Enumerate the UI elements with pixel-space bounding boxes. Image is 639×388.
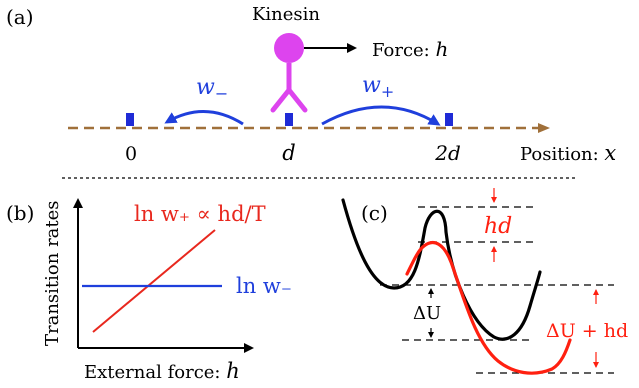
rate-minus-arrow xyxy=(164,110,244,126)
panel-a-label: (a) xyxy=(6,5,34,29)
du-label: ΔU xyxy=(413,303,441,324)
position-axis-label: Position: x xyxy=(520,141,616,165)
b-y-axis-label: Transition rates xyxy=(42,200,63,346)
b-x-axis-label: External force: h xyxy=(84,359,240,383)
rate-plus-label: w+ xyxy=(362,73,394,101)
ln-w-minus-label: ln w₋ xyxy=(236,274,292,298)
kinesin-motor-icon xyxy=(270,33,308,113)
rate-plus-arrow xyxy=(321,105,441,126)
binding-site-2d xyxy=(445,113,453,126)
panel-b: (b) Transition rates External force: h l… xyxy=(6,198,292,383)
ln-w-plus-label: ln w₊ ∝ hd/T xyxy=(134,202,266,226)
site-label-d: d xyxy=(282,141,295,165)
site-label-2d: 2d xyxy=(434,141,461,165)
panel-a: (a) Kinesin Force: h w− w+ 0 d xyxy=(6,4,616,165)
potential-tilted-curve xyxy=(405,240,572,375)
ln-w-plus-line xyxy=(92,229,216,333)
panel-c-label: (c) xyxy=(361,201,388,225)
panel-b-label: (b) xyxy=(6,201,34,225)
hd-label: hd xyxy=(484,214,512,239)
site-label-0: 0 xyxy=(125,143,137,165)
binding-site-0 xyxy=(126,113,134,126)
force-label: Force: h xyxy=(372,37,448,61)
panel-c: (c) hd ΔU ΔU + hd xyxy=(341,188,628,375)
binding-site-d xyxy=(285,113,293,126)
potential-original-curve xyxy=(341,198,542,341)
kinesin-label: Kinesin xyxy=(252,4,320,25)
rate-minus-label: w− xyxy=(196,75,228,103)
du-hd-label: ΔU + hd xyxy=(546,320,628,342)
